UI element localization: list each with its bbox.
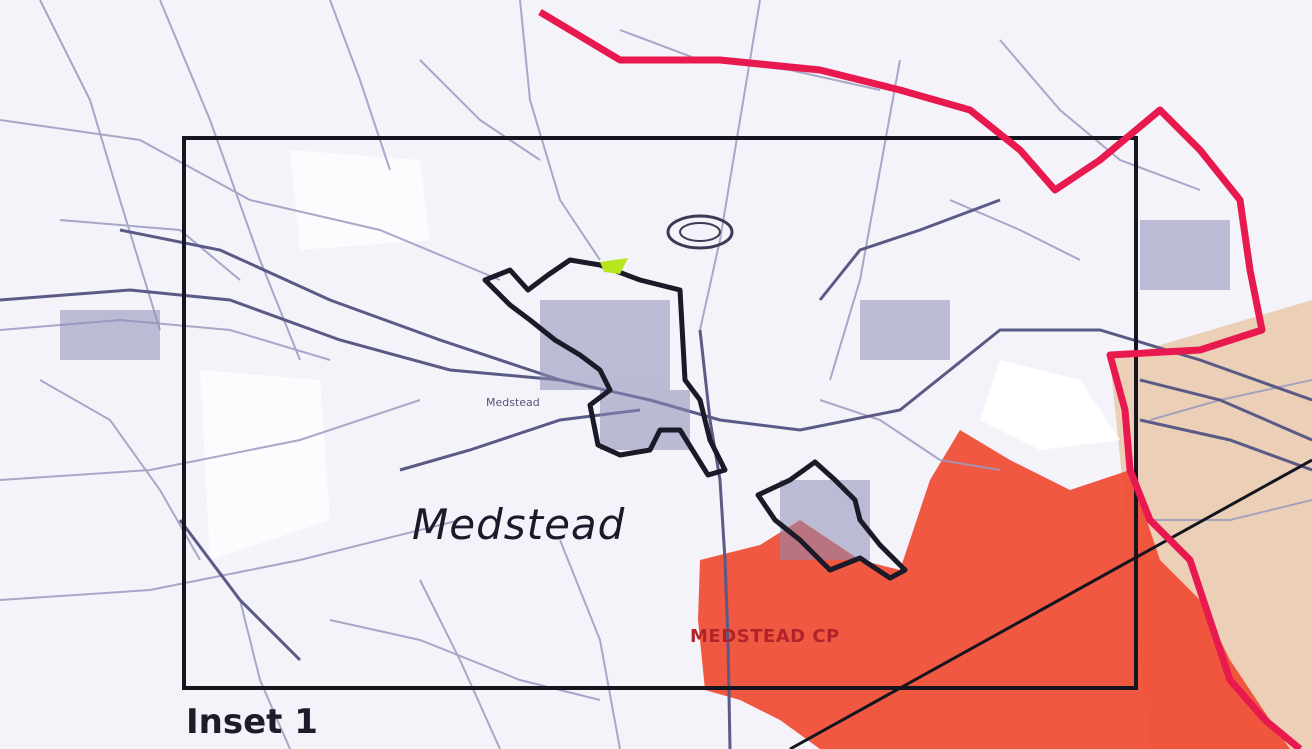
building-clusters [60, 220, 1230, 560]
small-place-label: Medstead [486, 396, 540, 409]
roundabout-feature [666, 214, 734, 250]
inset-label: Inset 1 [186, 702, 318, 742]
place-name-label: Medstead [412, 500, 626, 549]
settlement-boundary-south [755, 459, 908, 581]
parish-boundary-line [538, 8, 1303, 749]
settlement-boundary-north [482, 257, 728, 478]
green-patch [600, 258, 628, 274]
diagonal-line [789, 458, 1312, 749]
parish-label: MEDSTEAD CP [690, 626, 840, 647]
inset-frame [182, 136, 1138, 690]
protected-area-red [698, 430, 1290, 749]
